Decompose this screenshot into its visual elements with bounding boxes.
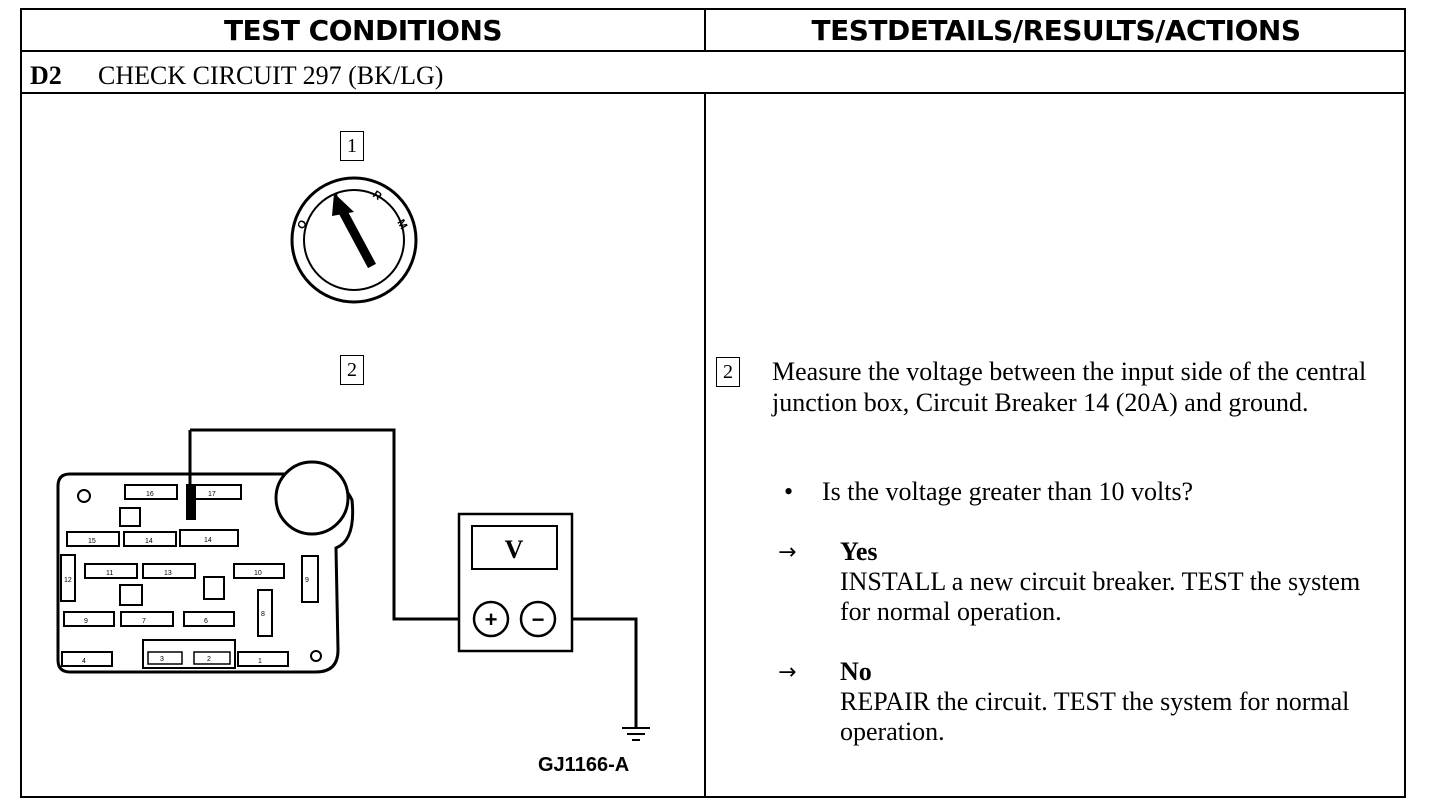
step-id: D2 xyxy=(30,61,62,90)
fuse-label: 9 xyxy=(305,577,309,584)
step-title-row: D2 CHECK CIRCUIT 297 (BK/LG) xyxy=(30,60,443,92)
ignition-switch-icon: O I R M xyxy=(290,176,418,304)
question: • Is the voltage greater than 10 volts? xyxy=(784,477,1193,507)
bullet-icon: • xyxy=(784,477,794,506)
meter-minus-terminal: − xyxy=(532,607,545,632)
callout-2: 2 xyxy=(340,355,364,385)
step-divider xyxy=(22,92,1404,94)
fuse-label: 4 xyxy=(82,658,86,665)
arrow-right-icon: → xyxy=(778,540,797,565)
test-table: TEST CONDITIONS TESTDETAILS/RESULTS/ACTI… xyxy=(20,8,1406,798)
header-divider xyxy=(22,50,1404,52)
no-action: REPAIR the circuit. TEST the system for … xyxy=(840,687,1350,746)
fuse-label: 15 xyxy=(88,538,96,545)
fuse-label: 16 xyxy=(146,491,154,498)
header-column-divider xyxy=(704,10,706,50)
details-step-number: 2 xyxy=(716,357,740,387)
test-conditions-header: TEST CONDITIONS xyxy=(223,13,503,47)
question-text: Is the voltage greater than 10 volts? xyxy=(822,477,1194,506)
circuit-breaker-label: 14 xyxy=(204,537,212,544)
fuse-label: 3 xyxy=(160,656,164,663)
fuse-label: 11 xyxy=(106,570,113,577)
step-title: CHECK CIRCUIT 297 (BK/LG) xyxy=(98,61,444,90)
arrow-right-icon: → xyxy=(778,660,797,685)
test-details-header: TESTDETAILS/RESULTS/ACTIONS xyxy=(811,13,1301,47)
central-junction-box: 16 17 15 14 14 12 11 13 10 9 9 7 6 8 xyxy=(56,460,355,674)
instruction-text: Measure the voltage between the input si… xyxy=(772,357,1367,417)
no-label: No xyxy=(840,657,872,686)
body-column-divider xyxy=(704,92,706,798)
fuse-label: 12 xyxy=(64,577,72,584)
fuse-label: 17 xyxy=(208,491,216,498)
voltmeter-icon: V + − xyxy=(457,512,574,653)
meter-display: V xyxy=(505,535,524,564)
fuse-label: 10 xyxy=(254,570,262,577)
fuse-label: 6 xyxy=(204,618,208,625)
fuse-label: 14 xyxy=(145,538,153,545)
yes-action: INSTALL a new circuit breaker. TEST the … xyxy=(840,567,1361,626)
fuse-label: 8 xyxy=(261,611,265,618)
figure-id: GJ1166-A xyxy=(538,754,630,776)
meter-plus-terminal: + xyxy=(485,607,498,632)
fuse-label: 1 xyxy=(258,658,262,665)
fuse-label: 13 xyxy=(164,570,172,577)
fuse-label: 9 xyxy=(84,618,88,625)
fuse-label: 7 xyxy=(142,618,146,625)
voltmeter-leads xyxy=(186,428,650,741)
callout-1: 1 xyxy=(340,131,364,161)
yes-result: Yes INSTALL a new circuit breaker. TEST … xyxy=(840,537,1380,627)
fuse-label: 2 xyxy=(207,656,211,663)
no-result: No REPAIR the circuit. TEST the system f… xyxy=(840,657,1380,747)
yes-label: Yes xyxy=(840,537,878,566)
